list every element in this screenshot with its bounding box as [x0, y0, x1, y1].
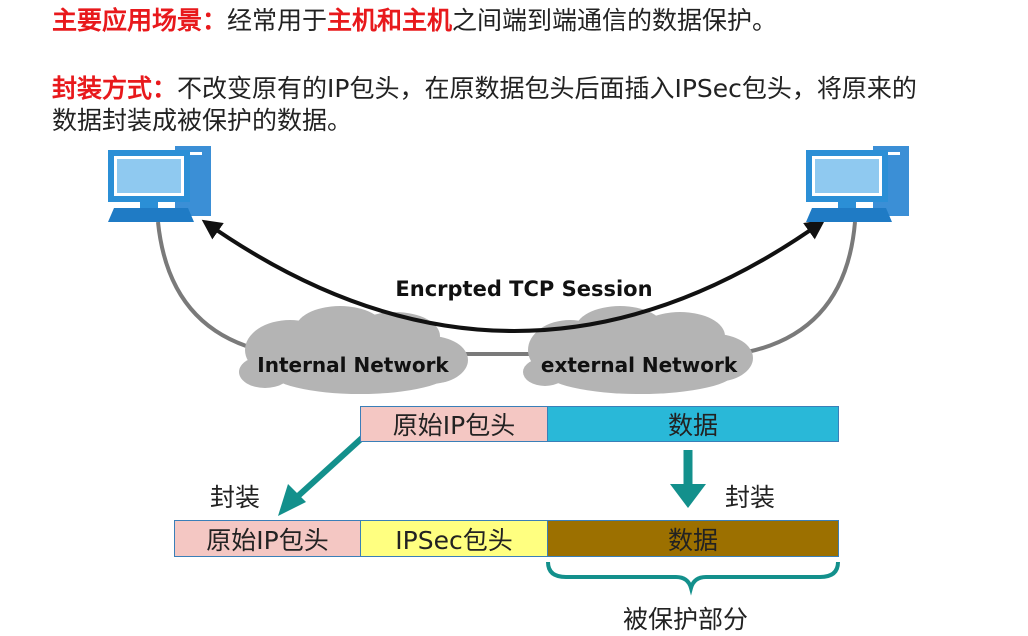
encap-label: 封装方式：: [52, 74, 178, 103]
encap-text-2: 数据封装成被保护的数据。: [52, 106, 353, 135]
internal-network-label: Internal Network: [257, 353, 449, 377]
data-before: 数据: [547, 406, 839, 442]
orig-ip-header-before: 原始IP包头: [360, 406, 548, 442]
session-arrow: [201, 219, 826, 333]
cloud-external-icon: [523, 306, 753, 394]
scenario-text-pre: 经常用于: [227, 6, 328, 35]
scenario-label: 主要应用场景：: [52, 6, 228, 35]
cloud-internal-icon: [239, 306, 468, 394]
computer-left-icon: [108, 146, 211, 222]
scenario-hosts: 主机和主机: [327, 6, 453, 35]
computer-right-icon: [806, 146, 909, 222]
encap-line-1: 封装方式：不改变原有的IP包头，在原数据包头后面插入IPSec包头，将原来的: [52, 72, 917, 105]
ipsec-header: IPSec包头: [360, 520, 548, 557]
scenario-text-post: 之间端到端通信的数据保护。: [452, 6, 778, 35]
session-label: Encrpted TCP Session: [395, 277, 652, 301]
encap-arrow-left-icon: [278, 435, 365, 516]
encap-arrow-down-icon: [670, 450, 706, 508]
protected-part-label: 被保护部分: [623, 605, 749, 634]
encap-text-1: 不改变原有的IP包头，在原数据包头后面插入IPSec包头，将原来的: [177, 74, 917, 103]
link-right-gray: [729, 221, 857, 357]
external-network-label: external Network: [541, 353, 738, 377]
orig-ip-header-after: 原始IP包头: [174, 520, 361, 557]
encap-label-right: 封装: [725, 483, 776, 512]
protected-brace: [546, 561, 840, 596]
encap-line-2: 数据封装成被保护的数据。: [52, 104, 352, 137]
encap-label-left: 封装: [210, 483, 261, 512]
data-after: 数据: [547, 520, 839, 557]
scenario-line: 主要应用场景：经常用于主机和主机之间端到端通信的数据保护。: [52, 4, 777, 37]
